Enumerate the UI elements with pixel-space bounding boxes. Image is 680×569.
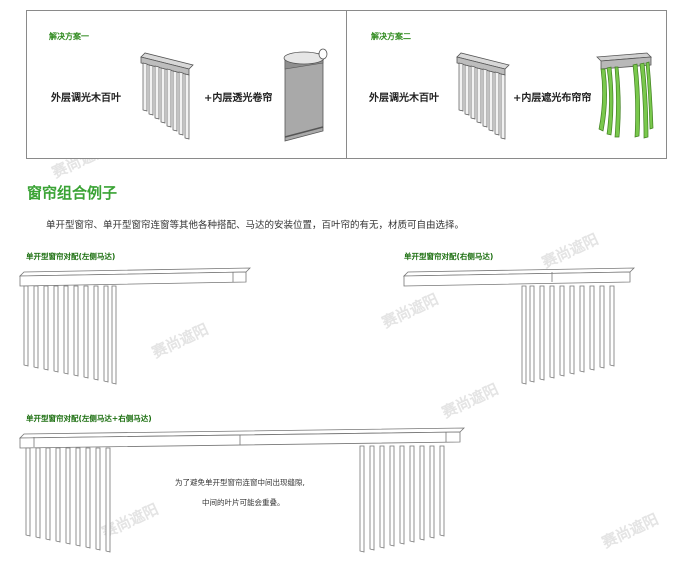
wood-blind-illustration xyxy=(140,52,194,140)
curtain-left-motor-diagram xyxy=(19,267,251,385)
config-title-both-motors: 单开型窗帘对配(左侧马达+右侧马达) xyxy=(26,414,152,423)
overlap-note-line-2: 中间的叶片可能会重叠。 xyxy=(202,498,285,507)
solution-title: 解决方案一 xyxy=(49,32,89,41)
solution-box-1: 解决方案一 外层调光木百叶 +内层透光卷帘 xyxy=(26,10,347,159)
config-title-left-motor: 单开型窗帘对配(左侧马达) xyxy=(26,252,116,261)
curtain-both-motors-diagram xyxy=(19,427,465,553)
inner-layer-label: +内层遮光布帘帘 xyxy=(513,93,592,104)
curtain-right-motor-diagram xyxy=(403,267,635,385)
solution-title: 解决方案二 xyxy=(371,32,411,41)
overlap-note-line-1: 为了避免单开型窗帘连窗中间出现缝隙, xyxy=(175,478,305,487)
section-intro: 单开型窗帘、单开型窗帘连窗等其他各种搭配、马达的安装位置，百叶帘的有无，材质可自… xyxy=(46,220,465,231)
solution-box-2: 解决方案二 外层调光木百叶 +内层遮光布帘帘 xyxy=(346,10,667,159)
outer-layer-label: 外层调光木百叶 xyxy=(369,93,439,104)
section-title: 窗帘组合例子 xyxy=(27,184,118,202)
roller-blind-illustration xyxy=(283,48,328,142)
wood-blind-illustration xyxy=(456,52,510,140)
green-curtain-illustration xyxy=(596,52,654,139)
outer-layer-label: 外层调光木百叶 xyxy=(51,93,121,104)
watermark: 赛尚遮阳 xyxy=(599,510,662,552)
inner-layer-label: +内层透光卷帘 xyxy=(204,93,273,104)
config-title-right-motor: 单开型窗帘对配(右侧马达) xyxy=(404,252,494,261)
